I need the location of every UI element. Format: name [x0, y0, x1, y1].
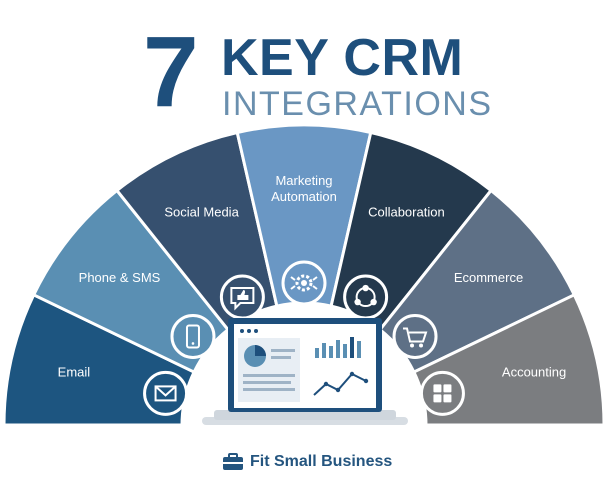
window-dot: [247, 329, 251, 333]
smartphone-icon: [170, 313, 216, 359]
laptop-keyboard: [214, 410, 396, 420]
cart-icon: [392, 313, 438, 359]
title-key-crm: KEY CRM: [221, 29, 464, 87]
window-dot: [240, 329, 244, 333]
text-line: [271, 349, 295, 352]
pie-slice: [255, 345, 266, 356]
text-line: [271, 356, 291, 359]
laptop-dashboard-illustration: [202, 318, 408, 425]
segment-collaboration: Collaboration: [329, 130, 494, 332]
calculator-icon: [419, 370, 465, 416]
segment-label: Social Media: [164, 204, 239, 219]
text-line: [243, 374, 295, 377]
envelope-icon: [143, 370, 189, 416]
gears-icon: [281, 260, 327, 306]
segment-ecommerce: Ecommerce: [377, 188, 577, 375]
segment-label: Phone & SMS: [79, 270, 161, 285]
segment-label: Collaboration: [368, 204, 445, 219]
text-line: [243, 381, 291, 384]
chat-like-icon: [219, 274, 265, 320]
title-integrations: INTEGRATIONS: [222, 85, 493, 123]
title-number: 7: [143, 16, 199, 128]
segment-accounting: Accounting: [411, 292, 606, 427]
briefcase-icon: [223, 453, 243, 470]
network-icon: [343, 274, 389, 320]
segment-label: Accounting: [502, 364, 566, 379]
text-line: [243, 388, 295, 391]
brand-logo: Fit Small Business: [222, 453, 392, 471]
brand-name: Fit Small Business: [250, 453, 393, 470]
window-dot: [254, 329, 258, 333]
left-panel: [238, 338, 300, 402]
segment-label: Email: [58, 364, 91, 379]
segment-social-media: Social Media: [114, 130, 279, 332]
segment-phone-sms: Phone & SMS: [31, 188, 231, 375]
segment-label: Ecommerce: [454, 270, 523, 285]
bar-chart-icon: [315, 337, 361, 358]
line-chart-icon: [313, 371, 369, 396]
segment-email: Email: [2, 292, 197, 427]
